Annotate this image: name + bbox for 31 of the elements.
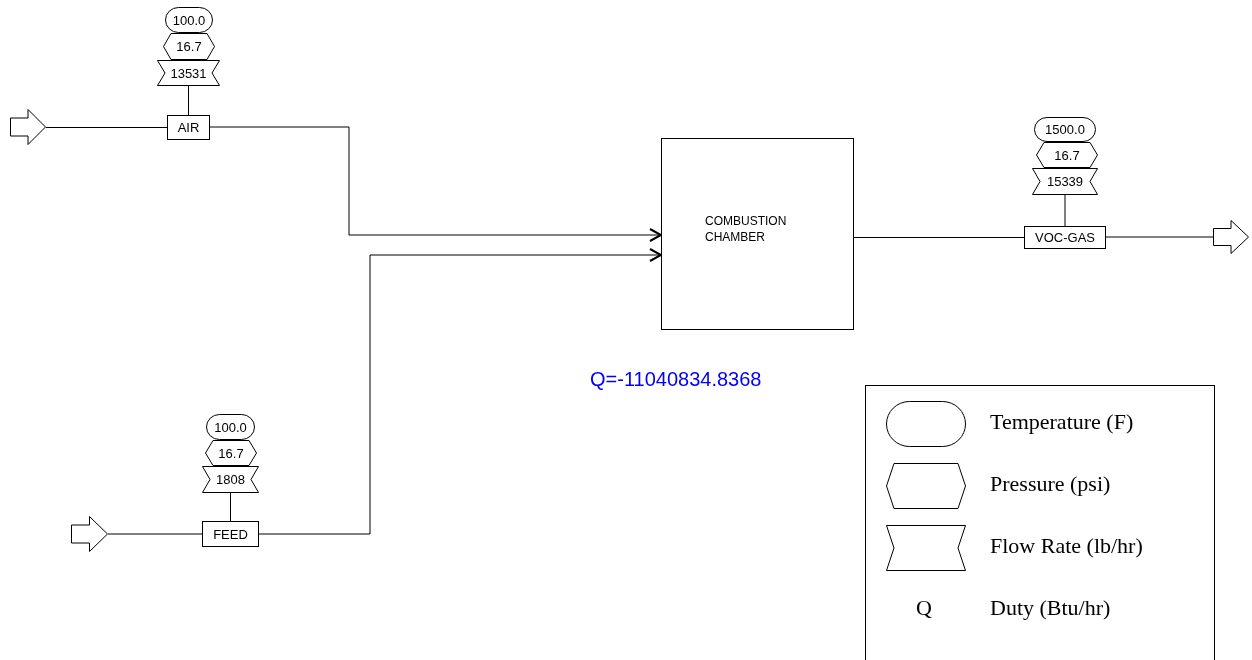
legend-text: Flow Rate (lb/hr) [990,533,1143,559]
stream-line [853,237,1025,238]
feed-arrow [71,516,108,552]
stream-label-box: VOC-GAS [1024,226,1106,249]
stream-line [188,85,189,116]
temperature-tag: 100.0 [165,7,213,33]
stream-label-box: AIR [167,115,210,140]
stream-arrow [258,248,662,535]
stream-arrow [209,126,662,242]
stream-line [1064,194,1066,227]
duty-label: Q=-11040834.8368 [590,368,762,391]
stream-line [45,127,168,128]
stream-line [107,533,203,535]
flow-rate-tag: 1808 [202,466,259,493]
legend-text: Pressure (psi) [990,471,1111,497]
flow-rate-tag: 15339 [1032,168,1098,195]
pressure-tag: 16.7 [205,440,257,466]
pressure-tag: 16.7 [163,33,215,60]
legend-symbol: Q [916,595,932,621]
feed-arrow [10,109,46,145]
flow-rate-tag: 13531 [157,60,220,86]
temperature-tag: 100.0 [206,414,255,440]
temperature-tag: 1500.0 [1034,117,1096,142]
legend-text: Temperature (F) [990,409,1134,435]
combustion-chamber-box: COMBUSTION CHAMBER [661,138,854,330]
stream-line [230,492,231,522]
product-arrow [1213,220,1249,254]
legend-text: Duty (Btu/hr) [990,595,1111,621]
stream-label-box: FEED [202,521,259,547]
pressure-tag: 16.7 [1036,142,1098,168]
stream-line [1105,236,1214,238]
